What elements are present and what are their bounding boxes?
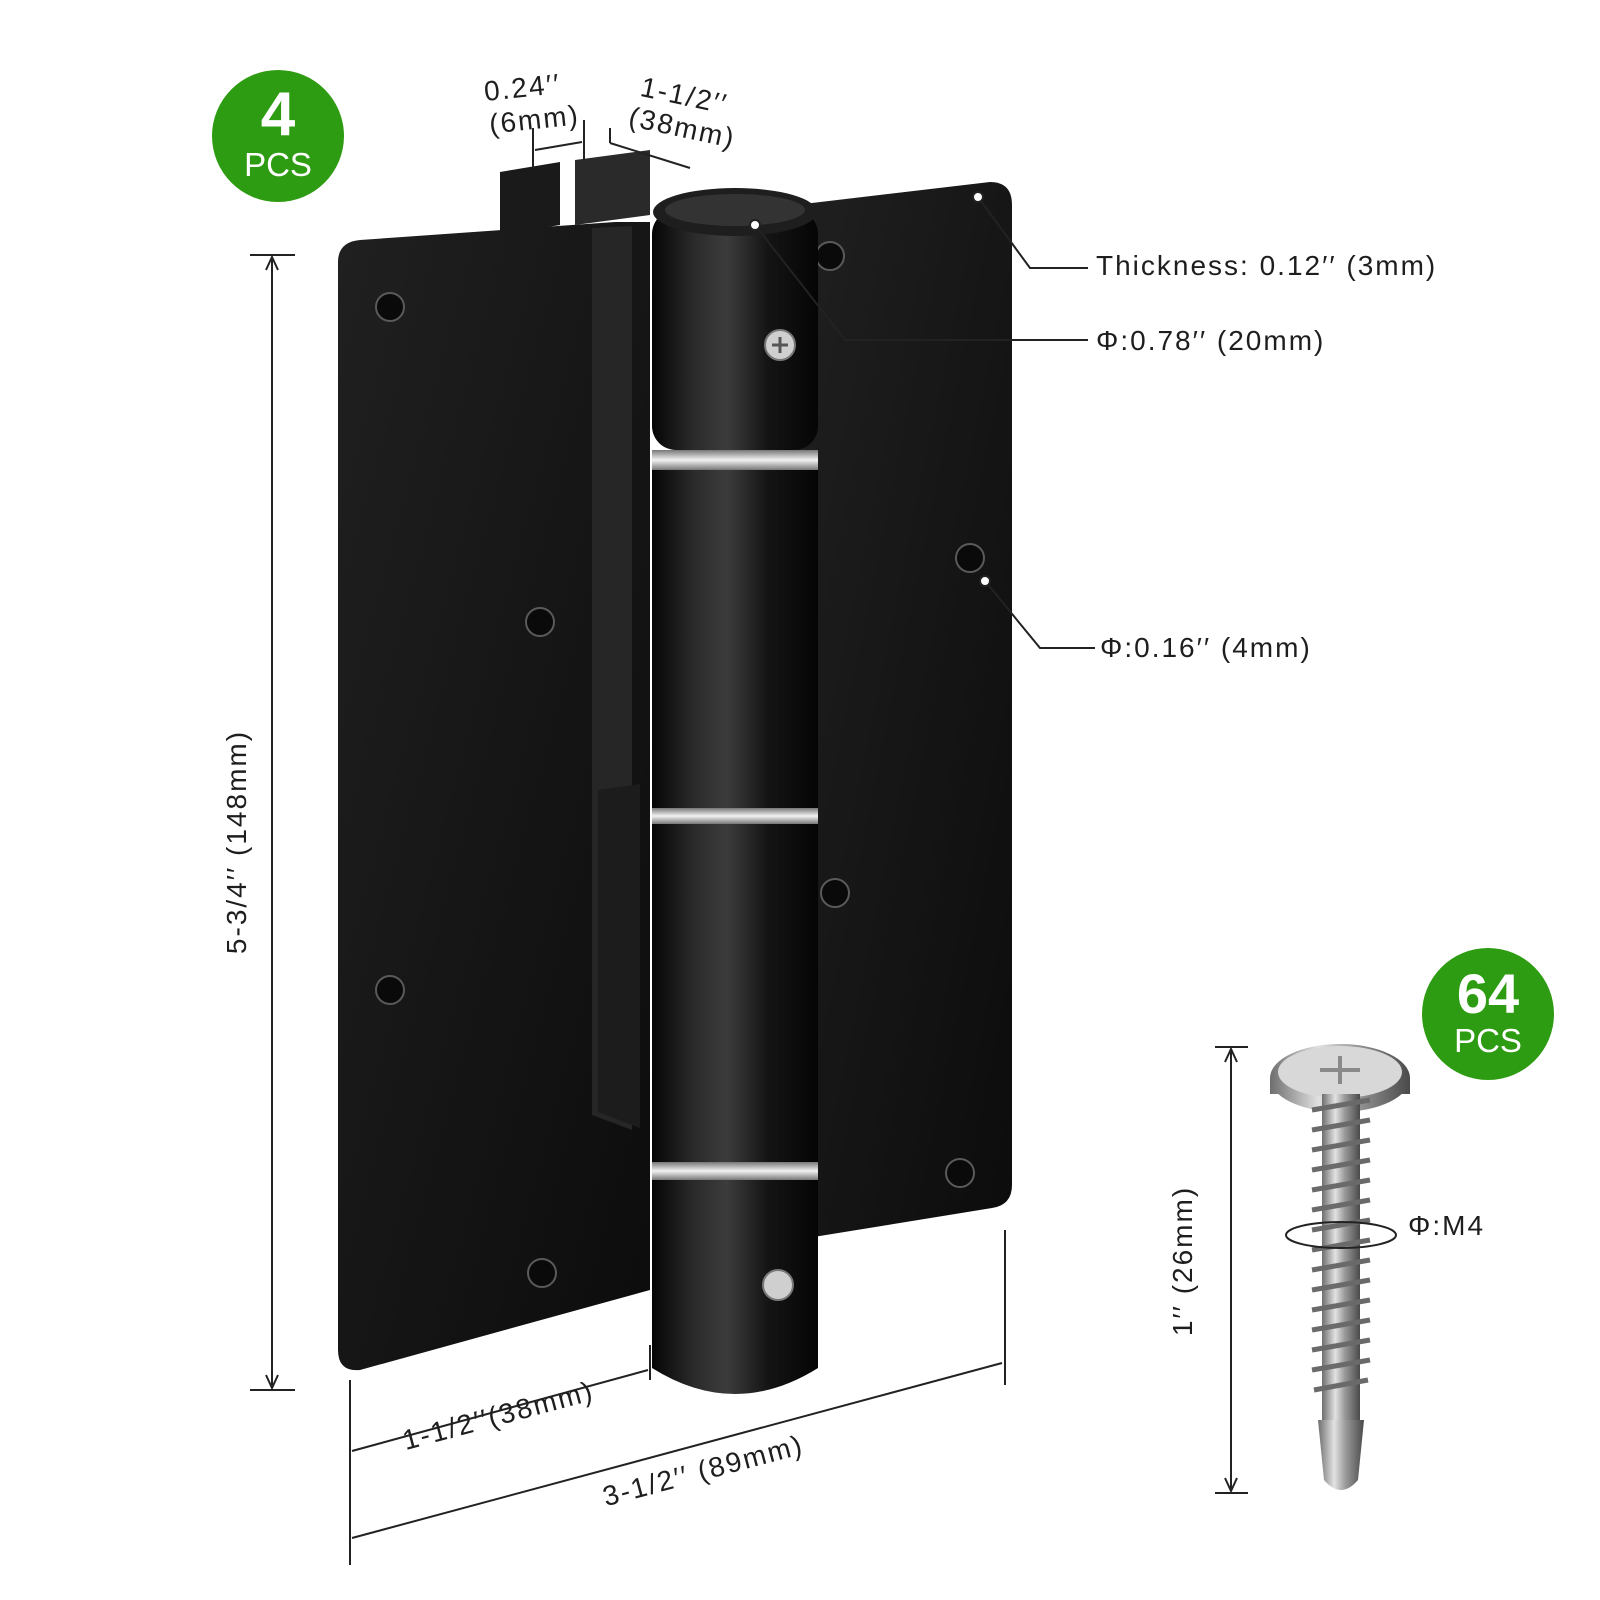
hole-diameter-label: Φ:0.16′′ (4mm) — [1100, 632, 1312, 663]
screw-threads — [1311, 1097, 1371, 1393]
height-label: 5-3/4′′ (148mm) — [221, 729, 253, 955]
screw-thread-label: Φ:M4 — [1408, 1210, 1486, 1241]
barrel-diameter-label: Φ:0.78′′ (20mm) — [1096, 325, 1326, 356]
thickness-label: Thickness: 0.12′′ (3mm) — [1096, 250, 1438, 281]
hinge-quantity-badge: 4 PCS — [212, 70, 344, 202]
screw-count-unit: PCS — [1454, 1022, 1522, 1059]
screw-count: 64 — [1456, 962, 1520, 1025]
back-leaf — [500, 162, 560, 235]
front-leaf — [338, 222, 650, 1371]
hinge-barrel — [652, 188, 818, 1394]
screw-quantity-badge: 64 PCS — [1422, 948, 1554, 1080]
screw-drawing — [1270, 1044, 1410, 1490]
dimension-lines — [250, 120, 1248, 1565]
hinge-count-unit: PCS — [244, 146, 312, 183]
mounting-holes — [375, 241, 985, 1288]
back-leaf-right — [795, 182, 1012, 1240]
hinge-count: 4 — [260, 80, 296, 149]
screw-length-label: 1′′ (26mm) — [1167, 1185, 1199, 1337]
